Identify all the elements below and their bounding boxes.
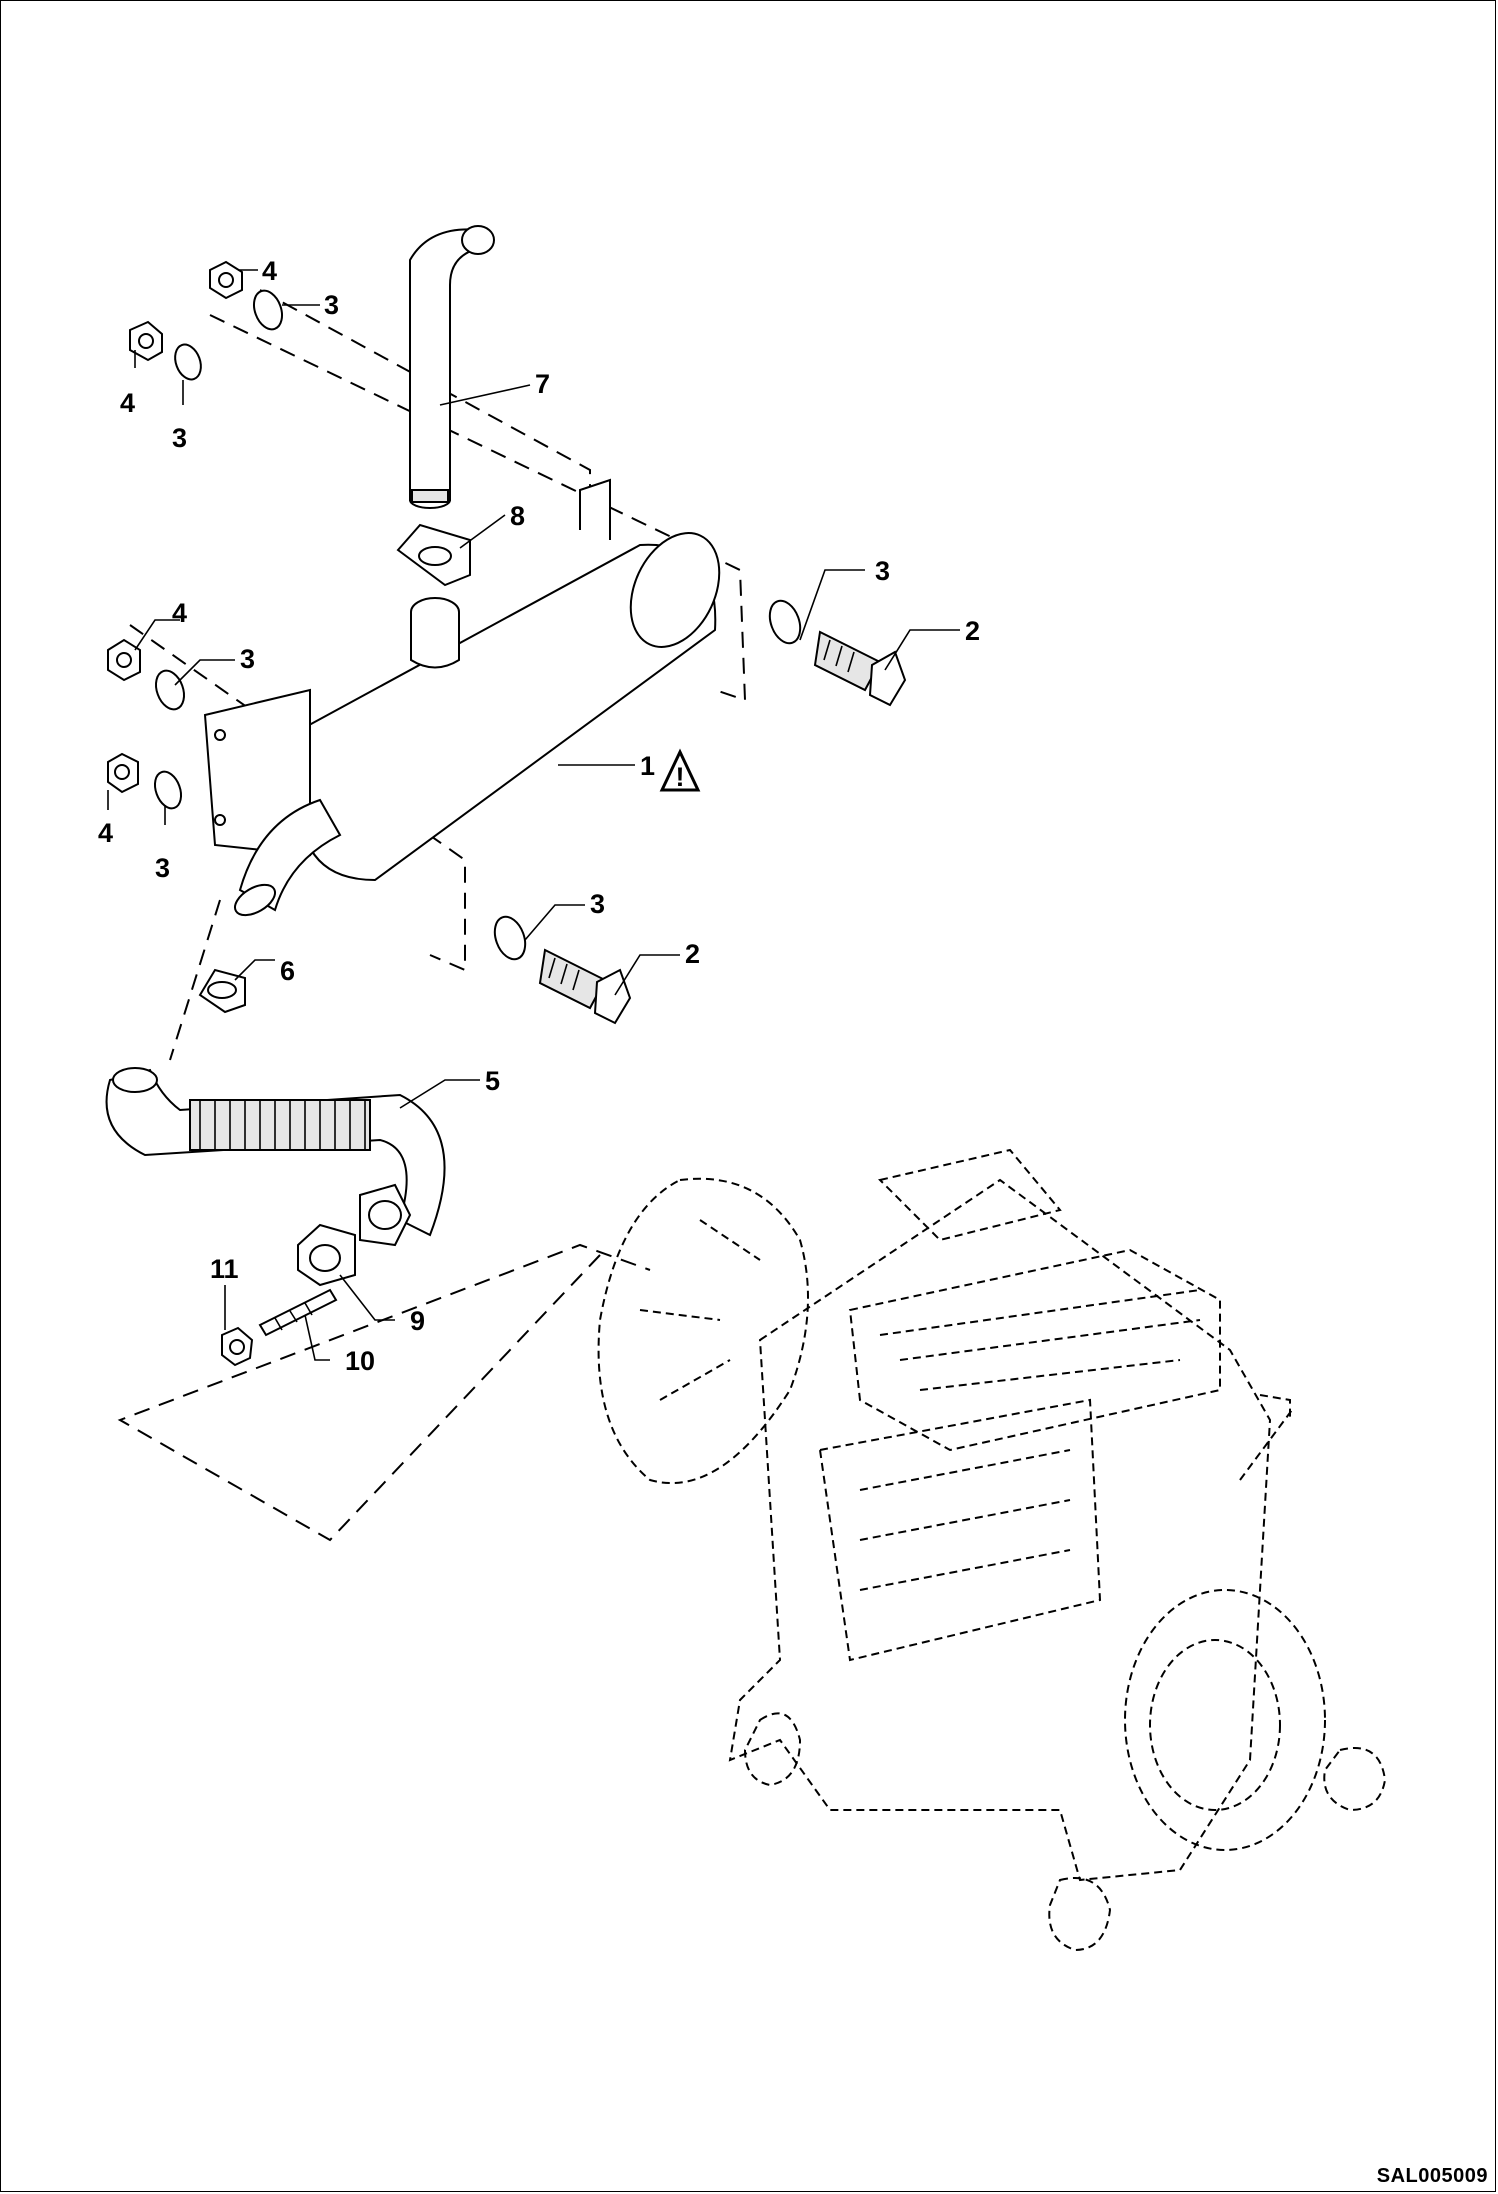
callout-3-top: 3 — [324, 290, 339, 320]
callout-2-lower: 2 — [685, 939, 700, 969]
callout-6: 6 — [280, 956, 295, 986]
hardware-middle — [107, 638, 186, 810]
callout-4-top: 4 — [262, 256, 277, 286]
leader-lines — [107, 269, 960, 1361]
clamp-lower — [198, 968, 246, 1014]
callout-3-lower-left: 3 — [155, 853, 170, 883]
callout-4-middle: 4 — [172, 598, 187, 628]
callout-4-upper-left: 4 — [120, 388, 135, 418]
exhaust-pipe — [105, 1067, 446, 1247]
callout-5: 5 — [485, 1066, 500, 1096]
clamp-upper — [396, 523, 471, 587]
bolt-lower — [493, 915, 632, 1025]
callout-1: 1 — [640, 751, 655, 781]
callout-3-upper-left: 3 — [172, 423, 187, 453]
warning-icon: ! — [659, 748, 701, 792]
stud-and-nut — [221, 1288, 338, 1367]
callout-3-right-lower: 3 — [590, 889, 605, 919]
gasket — [297, 1223, 356, 1287]
callout-7: 7 — [535, 369, 550, 399]
hardware-top — [129, 260, 284, 381]
svg-text:!: ! — [676, 762, 685, 792]
reference-code: SAL005009 — [1376, 2165, 1488, 2187]
callout-9: 9 — [410, 1306, 425, 1336]
bolt-upper — [768, 599, 907, 707]
tail-pipe — [409, 225, 495, 509]
callout-labels: 4 3 4 3 7 8 3 2 1 4 3 4 3 3 2 6 5 9 10 1… — [98, 256, 980, 1376]
assembly-guide-lines — [117, 289, 747, 1542]
callout-4-lower-left: 4 — [98, 818, 113, 848]
callout-8: 8 — [510, 501, 525, 531]
callout-11: 11 — [210, 1254, 239, 1284]
callout-3-middle: 3 — [240, 644, 255, 674]
muffler — [203, 478, 721, 917]
callout-3-right-upper: 3 — [875, 556, 890, 586]
engine-reference — [597, 1148, 1387, 1952]
callout-10: 10 — [345, 1346, 375, 1376]
callout-2-upper: 2 — [965, 616, 980, 646]
